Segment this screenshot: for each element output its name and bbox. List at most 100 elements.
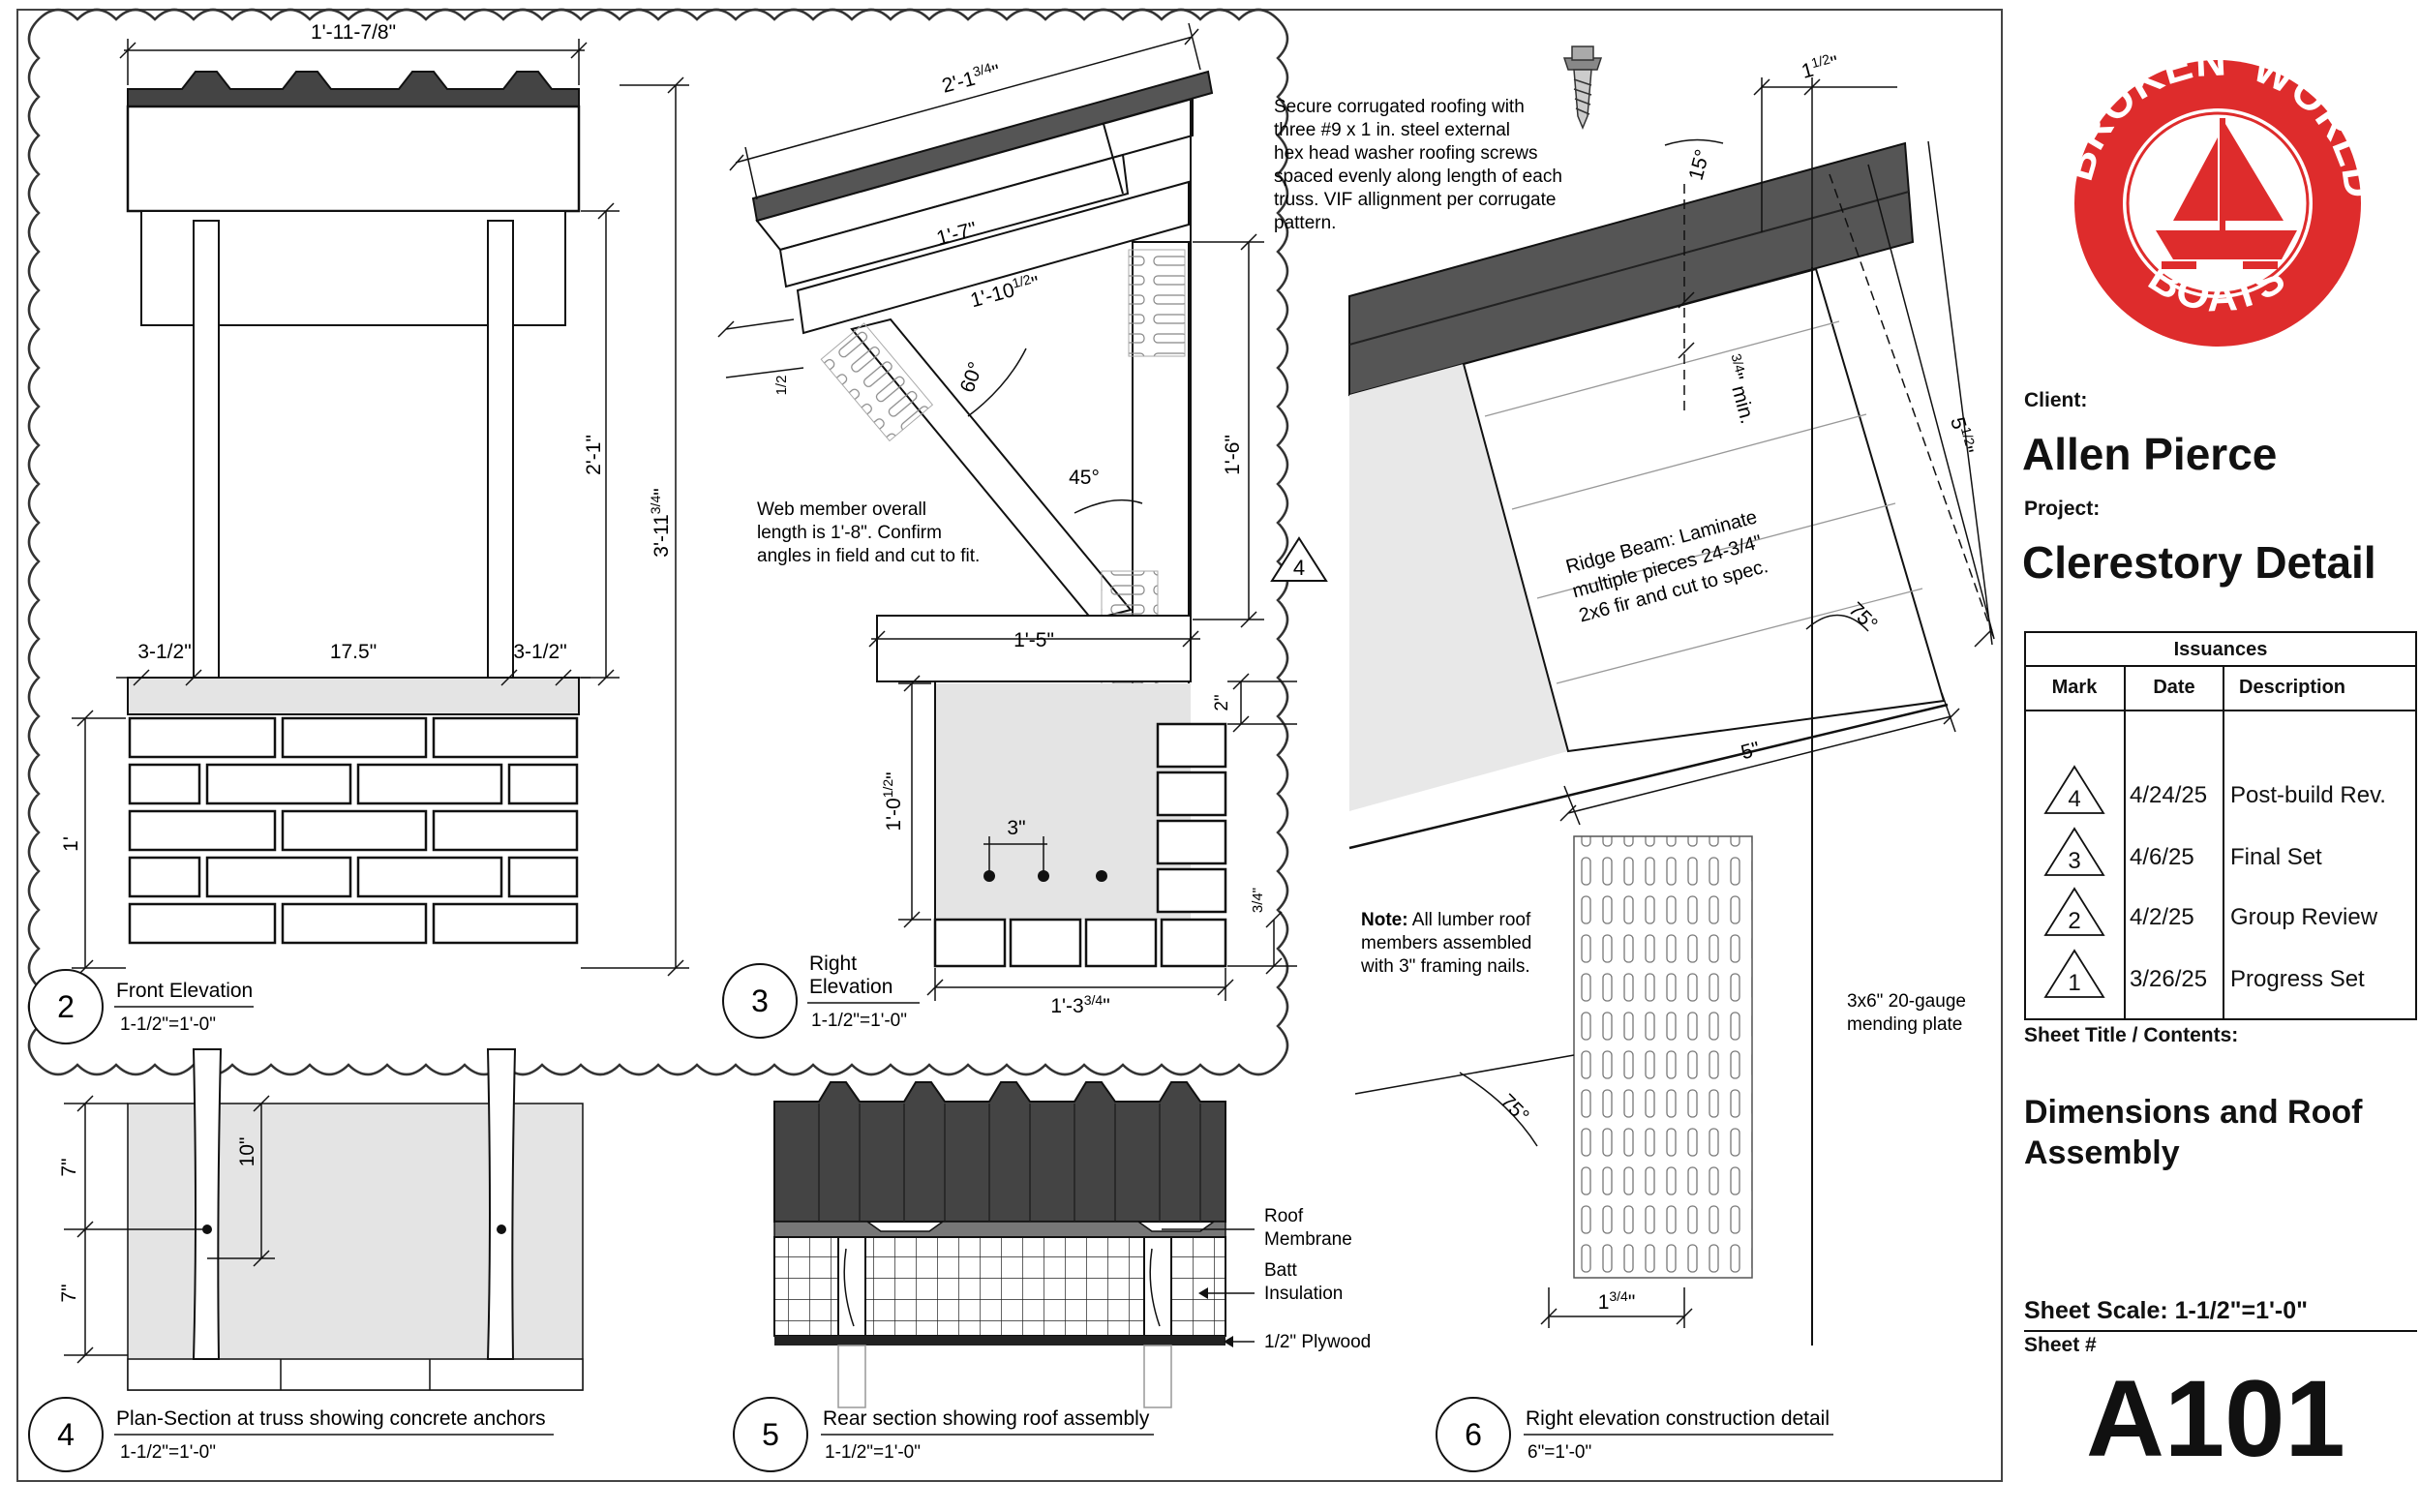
sheet-scale: Sheet Scale: 1-1/2"=1'-0" <box>2024 1297 2308 1324</box>
dim-top-width: 1'-11-7/8" <box>311 21 396 44</box>
issuance-date: 3/26/25 <box>2130 966 2208 992</box>
dim-base-height: 1' <box>60 836 82 852</box>
screw-note: Secure corrugated roofing with three #9 … <box>1274 97 1562 233</box>
svg-text:angles in field and cut to fit: angles in field and cut to fit. <box>757 546 980 566</box>
client-name: Allen Pierce <box>2022 429 2278 479</box>
view-2-scale: 1-1/2"=1'-0" <box>120 1014 216 1035</box>
dim-overall-height: 3'-113/4" <box>648 488 673 557</box>
roof-sheet <box>751 70 1214 223</box>
right-truss-post <box>486 1048 517 1360</box>
project-label: Project: <box>2024 498 2101 520</box>
web-member-note: Web member overall length is 1'-8". Conf… <box>757 499 980 566</box>
roof-layer-dark <box>1348 141 1915 397</box>
col-description: Description <box>2239 677 2346 698</box>
issuances-title: Issuances <box>2173 639 2268 660</box>
issuance-description: Group Review <box>2230 904 2378 930</box>
label-membrane: Membrane <box>1264 1229 1352 1250</box>
view-5-marker <box>733 1397 808 1472</box>
dim-7-lower: 7" <box>58 1284 80 1302</box>
svg-text:members assembled: members assembled <box>1361 933 1531 953</box>
plywood <box>774 1336 1225 1346</box>
sailboat-icon <box>2156 118 2297 269</box>
sheet-border <box>16 9 2003 1482</box>
dim-right-post: 3-1/2" <box>513 641 566 663</box>
view-6-marker <box>1436 1397 1511 1472</box>
sheet-number: A101 <box>2086 1358 2345 1479</box>
dim-7-upper: 7" <box>58 1158 80 1176</box>
project-name: Clerestory Detail <box>2022 537 2376 588</box>
issuance-description: Final Set <box>2230 844 2322 870</box>
view-5-number: 5 <box>762 1417 779 1452</box>
sheet-title-label: Sheet Title / Contents: <box>2024 1024 2239 1046</box>
view-5-scale: 1-1/2"=1'-0" <box>825 1442 921 1463</box>
sheet-title-line2: Assembly <box>2024 1134 2180 1171</box>
svg-text:Secure corrugated roofing with: Secure corrugated roofing with <box>1274 97 1525 117</box>
view-4-plan-section: 7" 7" 10" 4 Plan-Section at truss showin… <box>28 1048 584 1472</box>
mending-plate-upper <box>1128 249 1186 357</box>
view-6-scale: 6"=1'-0" <box>1528 1442 1591 1463</box>
revision-cloud <box>27 8 1289 1076</box>
view-3-number: 3 <box>751 983 769 1018</box>
label-roof: Roof <box>1264 1206 1304 1226</box>
dim-base-thk: 3/4" <box>1250 888 1266 913</box>
svg-text:mending plate: mending plate <box>1847 1014 1962 1035</box>
view-5-rear-section: Roof Membrane Batt Insulation 1/2" Plywo… <box>733 1081 1371 1472</box>
issuance-mark: 4 <box>2068 786 2081 812</box>
issuance-date: 4/6/25 <box>2130 844 2194 870</box>
issuance-date: 4/24/25 <box>2130 782 2208 808</box>
view-3-title-line2: Elevation <box>809 976 892 998</box>
view-3-title-line1: Right <box>809 953 857 975</box>
dim-post-height: 1'-6" <box>1222 435 1244 475</box>
svg-text:3x6" 20-gauge: 3x6" 20-gauge <box>1847 991 1966 1012</box>
view-4-number: 4 <box>57 1417 75 1452</box>
issuance-date: 4/2/25 <box>2130 904 2194 930</box>
sheet-number-label: Sheet # <box>2024 1334 2097 1356</box>
client-label: Client: <box>2024 389 2088 411</box>
left-truss-post <box>192 1048 223 1360</box>
view-4-marker <box>28 1397 104 1472</box>
concrete-cap <box>127 677 580 715</box>
mending-plate-note: 3x6" 20-gauge mending plate <box>1847 991 1966 1035</box>
view-2-title: Front Elevation <box>116 980 253 1002</box>
svg-text:three #9 x 1 in. steel externa: three #9 x 1 in. steel external <box>1274 120 1510 140</box>
right-post <box>487 220 514 679</box>
dim-plate-width: 13/4" <box>1598 1288 1636 1314</box>
svg-text:hex head washer roofing screws: hex head washer roofing screws <box>1274 143 1537 164</box>
dim-base-width: 1'-33/4" <box>1050 992 1109 1017</box>
left-post <box>193 220 220 679</box>
lumber-note: Note: All lumber roof members assembled … <box>1360 910 1531 977</box>
dim-anchor-spacing: 3" <box>1007 817 1025 839</box>
issuance-mark: 1 <box>2068 970 2081 996</box>
title-block: BROKEN WORLD BOATS Client: Allen Pierce … <box>2016 0 2420 1512</box>
corrugated-roof <box>127 71 580 107</box>
svg-text:Note: All lumber roof: Note: All lumber roof <box>1361 910 1531 930</box>
col-mark: Mark <box>2051 677 2098 698</box>
svg-text:length is 1'-8". Confirm: length is 1'-8". Confirm <box>757 523 942 543</box>
view-6-title: Right elevation construction detail <box>1526 1407 1830 1430</box>
svg-text:truss. VIF allignment per corr: truss. VIF allignment per corrugate <box>1274 190 1556 210</box>
dim-beam-length: 1'-5" <box>1013 629 1054 651</box>
angle-60: 60° <box>956 359 987 396</box>
brick-base <box>128 716 579 945</box>
issuance-mark: 2 <box>2068 908 2081 934</box>
view-4-title: Plan-Section at truss showing concrete a… <box>116 1407 546 1430</box>
issuances-table <box>2024 631 2417 1020</box>
svg-text:Web member overall: Web member overall <box>757 499 926 520</box>
issuance-mark: 3 <box>2068 848 2081 874</box>
dim-span: 17.5" <box>330 641 377 663</box>
angle-15: 15° <box>1685 147 1714 183</box>
concrete-block <box>935 683 1191 920</box>
dim-left-post: 3-1/2" <box>137 641 191 663</box>
issuance-description: Progress Set <box>2230 966 2365 992</box>
corrugated-roof-section <box>773 1081 1226 1223</box>
svg-text:with 3" framing nails.: with 3" framing nails. <box>1360 956 1530 977</box>
view-2-marker <box>28 969 104 1044</box>
scale-divider <box>2024 1330 2417 1332</box>
issuance-description: Post-build Rev. <box>2230 782 2386 808</box>
label-insulation: Insulation <box>1264 1284 1343 1304</box>
batt-gray-region <box>1349 364 1568 811</box>
rafter-left <box>837 1236 866 1337</box>
svg-text:spaced evenly along length of: spaced evenly along length of each <box>1274 166 1562 187</box>
revision-triangle-4 <box>1270 536 1328 582</box>
